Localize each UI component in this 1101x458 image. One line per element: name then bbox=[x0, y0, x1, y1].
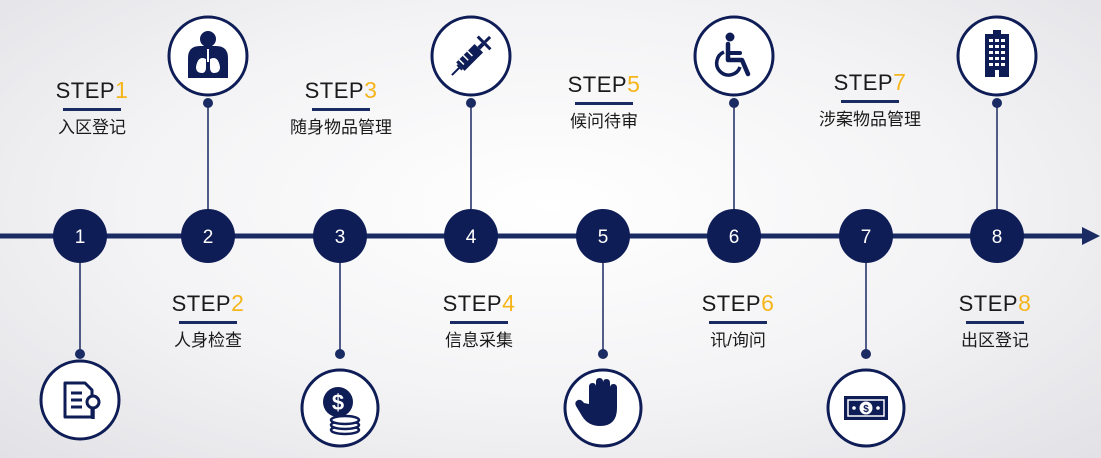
step-name: 讯/询问 bbox=[710, 331, 766, 350]
step-node-8: 8 bbox=[970, 209, 1024, 263]
step-node-number: 4 bbox=[466, 227, 477, 248]
step-node-number: 3 bbox=[335, 227, 346, 248]
syringe-icon bbox=[430, 15, 512, 97]
step-node-6: 6 bbox=[707, 209, 761, 263]
step-title: STEP7 bbox=[833, 69, 907, 95]
step-label-5: STEP5 候问待审 bbox=[524, 72, 684, 132]
step-node-3: 3 bbox=[313, 209, 367, 263]
step-name: 出区登记 bbox=[961, 331, 1029, 350]
step-label-6: STEP6 讯/询问 bbox=[658, 291, 818, 351]
step-node-5: 5 bbox=[576, 209, 630, 263]
step-title: STEP1 bbox=[55, 77, 129, 103]
step-node-7: 7 bbox=[839, 209, 893, 263]
step-label-4: STEP4 信息采集 bbox=[399, 291, 559, 351]
step-node-4: 4 bbox=[444, 209, 498, 263]
building-icon bbox=[956, 15, 1038, 97]
step-name: 涉案物品管理 bbox=[819, 110, 921, 129]
step-node-1: 1 bbox=[53, 209, 107, 263]
svg-text:$: $ bbox=[332, 390, 344, 415]
step-name: 信息采集 bbox=[445, 331, 513, 350]
step-name: 随身物品管理 bbox=[290, 118, 392, 137]
step-label-7: STEP7 涉案物品管理 bbox=[790, 70, 950, 130]
timeline-arrowhead bbox=[1082, 227, 1100, 245]
step-title: STEP6 bbox=[701, 290, 775, 316]
step-title: STEP8 bbox=[958, 290, 1032, 316]
banknote-icon: $ bbox=[826, 368, 906, 448]
dollar-coins-icon: $ bbox=[300, 368, 380, 448]
step-title: STEP5 bbox=[567, 71, 641, 97]
step-label-3: STEP3 随身物品管理 bbox=[261, 78, 421, 138]
step-label-2: STEP2 人身检查 bbox=[128, 291, 288, 351]
step-underline bbox=[312, 108, 370, 111]
svg-text:$: $ bbox=[863, 404, 869, 415]
connector-dots bbox=[75, 98, 1002, 359]
step-underline bbox=[63, 108, 121, 111]
step-node-number: 5 bbox=[598, 227, 609, 248]
step-underline bbox=[966, 321, 1024, 324]
step-node-number: 2 bbox=[203, 227, 214, 248]
step-underline bbox=[709, 321, 767, 324]
step-node-number: 6 bbox=[729, 227, 740, 248]
hand-stop-icon bbox=[563, 368, 643, 448]
document-search-icon bbox=[39, 359, 121, 441]
step-node-number: 7 bbox=[861, 227, 872, 248]
step-underline bbox=[841, 100, 899, 103]
body-lungs-icon bbox=[167, 15, 249, 97]
step-name: 候问待审 bbox=[570, 112, 638, 131]
step-node-2: 2 bbox=[181, 209, 235, 263]
step-name: 人身检查 bbox=[174, 331, 242, 350]
step-title: STEP3 bbox=[304, 77, 378, 103]
step-node-number: 8 bbox=[992, 227, 1003, 248]
step-underline bbox=[450, 321, 508, 324]
step-name: 入区登记 bbox=[58, 118, 126, 137]
step-node-number: 1 bbox=[75, 227, 86, 248]
step-title: STEP2 bbox=[171, 290, 245, 316]
step-underline bbox=[575, 102, 633, 105]
step-label-8: STEP8 出区登记 bbox=[915, 291, 1075, 351]
wheelchair-icon bbox=[693, 15, 775, 97]
step-title: STEP4 bbox=[442, 290, 516, 316]
step-label-1: STEP1 入区登记 bbox=[12, 78, 172, 138]
step-underline bbox=[179, 321, 237, 324]
